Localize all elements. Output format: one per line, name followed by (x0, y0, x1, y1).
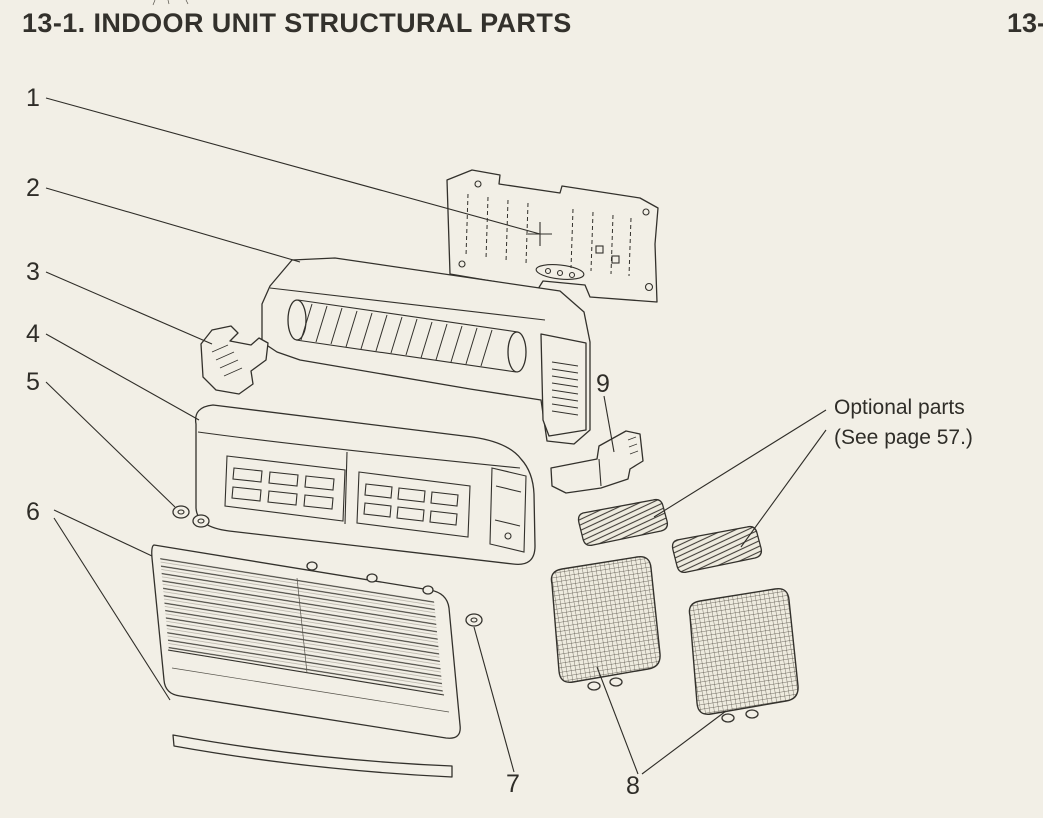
part-rear-installation-plate (446, 169, 659, 303)
part-label-7: 7 (506, 770, 520, 798)
optional-parts-note-line1: Optional parts (834, 396, 965, 419)
part-optional-filter-1 (577, 498, 669, 547)
part-label-1: 1 (26, 84, 40, 112)
part-label-8: 8 (626, 772, 640, 800)
part-air-filter-2 (688, 588, 799, 723)
part-label-6: 6 (26, 498, 40, 526)
optional-parts-note: Optional parts (See page 57.) (834, 396, 973, 449)
part-label-9: 9 (596, 370, 610, 398)
part-main-chassis-fan (261, 257, 591, 445)
optional-parts-note-line2: (See page 57.) (834, 426, 973, 449)
part-label-4: 4 (26, 320, 40, 348)
page-number-fragment: 13- (1007, 8, 1043, 38)
part-bracket-right (550, 430, 644, 494)
part-label-2: 2 (26, 174, 40, 202)
part-front-panel (151, 544, 461, 778)
part-cap-7 (465, 613, 483, 627)
part-air-filter-1 (550, 556, 661, 691)
part-label-3: 3 (26, 258, 40, 286)
part-label-5: 5 (26, 368, 40, 396)
cropped-text-remnant (152, 0, 189, 6)
part-bracket-left (200, 325, 269, 395)
part-number-labels: 1 2 3 4 5 6 7 8 9 (26, 84, 640, 800)
leader-lines (45, 97, 827, 775)
page-title: 13-1. INDOOR UNIT STRUCTURAL PARTS (22, 8, 572, 38)
part-front-frame (194, 404, 536, 566)
part-optional-filter-2 (671, 525, 763, 574)
part-louver-caps (306, 561, 434, 595)
part-screw-caps (172, 505, 210, 528)
